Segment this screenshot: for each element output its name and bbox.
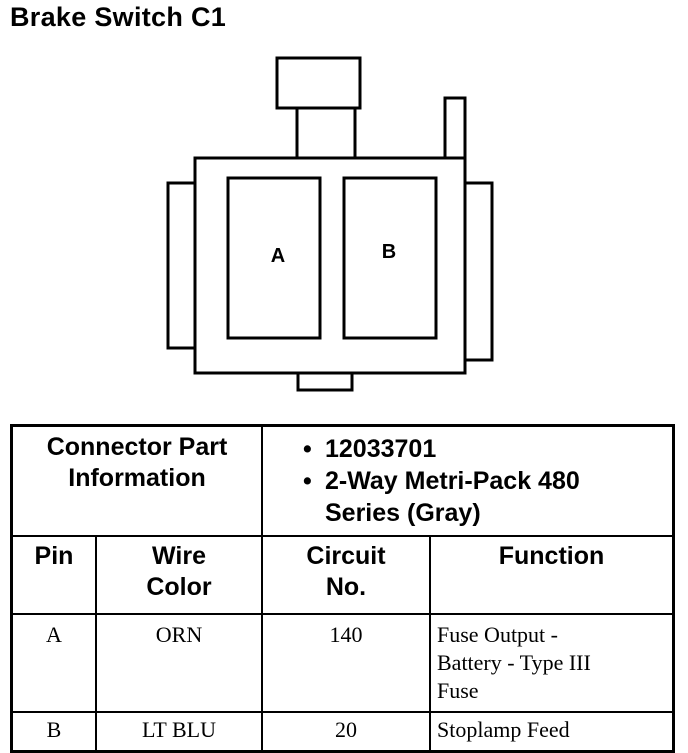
row-a-circuit: 140 [261, 613, 431, 713]
connector-bottom-tab [296, 373, 354, 392]
part-info-label-cell: Connector Part Information [10, 424, 263, 537]
col-circuit-label-1: Circuit [306, 542, 386, 570]
cavity-b [342, 176, 438, 340]
table-row: A ORN 140 Fuse Output - Battery - Type I… [10, 613, 675, 713]
col-pin-label: Pin [34, 542, 74, 570]
description-line2: Series (Gray) [325, 499, 481, 527]
cavity-a [226, 176, 322, 340]
part-info-label-line2: Information [68, 464, 206, 492]
column-header-row: Pin Wire Color Circuit No. Function [10, 535, 675, 615]
row-b-color: LT BLU [95, 711, 263, 753]
row-a-function-line3: Fuse [437, 678, 479, 703]
col-pin-header: Pin [10, 535, 97, 615]
col-function-label: Function [498, 542, 605, 570]
connector-body [193, 156, 467, 375]
col-circuit-label-2: No. [325, 573, 367, 601]
row-a-function: Fuse Output - Battery - Type III Fuse [429, 613, 675, 713]
connector-right-wing [465, 181, 494, 362]
col-wire-label-2: Color [146, 573, 212, 601]
table-row: B LT BLU 20 Stoplamp Feed [10, 711, 675, 753]
row-b-function: Stoplamp Feed [429, 711, 675, 753]
row-a-function-line1: Fuse Output - [437, 622, 558, 647]
bullet-icon: • [303, 435, 312, 463]
page-title: Brake Switch C1 [10, 2, 227, 32]
connector-left-wing [166, 181, 195, 350]
row-b-function-line1: Stoplamp Feed [437, 717, 570, 742]
bullet-icon: • [303, 467, 312, 495]
part-info-label-line1: Connector Part [46, 433, 228, 461]
description-line: • 2-Way Metri-Pack 480 [303, 465, 672, 497]
connector-latch [275, 56, 362, 110]
connector-drawing: A B [166, 56, 494, 392]
col-wire-header: Wire Color [95, 535, 263, 615]
cavity-b-label: B [382, 241, 396, 263]
part-info-value-cell: • 12033701 • 2-Way Metri-Pack 480 Series… [261, 424, 675, 537]
part-number-line: • 12033701 [303, 433, 672, 465]
part-info-row: Connector Part Information • 12033701 • … [10, 424, 675, 537]
description-line1: 2-Way Metri-Pack 480 [325, 467, 580, 495]
col-wire-label-1: Wire [152, 542, 206, 570]
row-b-circuit: 20 [261, 711, 431, 753]
row-a-pin: A [10, 613, 97, 713]
row-a-color: ORN [95, 613, 263, 713]
cavity-a-label: A [271, 245, 285, 267]
col-function-header: Function [429, 535, 675, 615]
connector-info-table: Connector Part Information • 12033701 • … [10, 424, 675, 753]
part-number: 12033701 [325, 435, 437, 463]
col-circuit-header: Circuit No. [261, 535, 431, 615]
row-b-pin: B [10, 711, 97, 753]
row-a-function-line2: Battery - Type III [437, 650, 591, 675]
connector-tab [443, 96, 467, 180]
